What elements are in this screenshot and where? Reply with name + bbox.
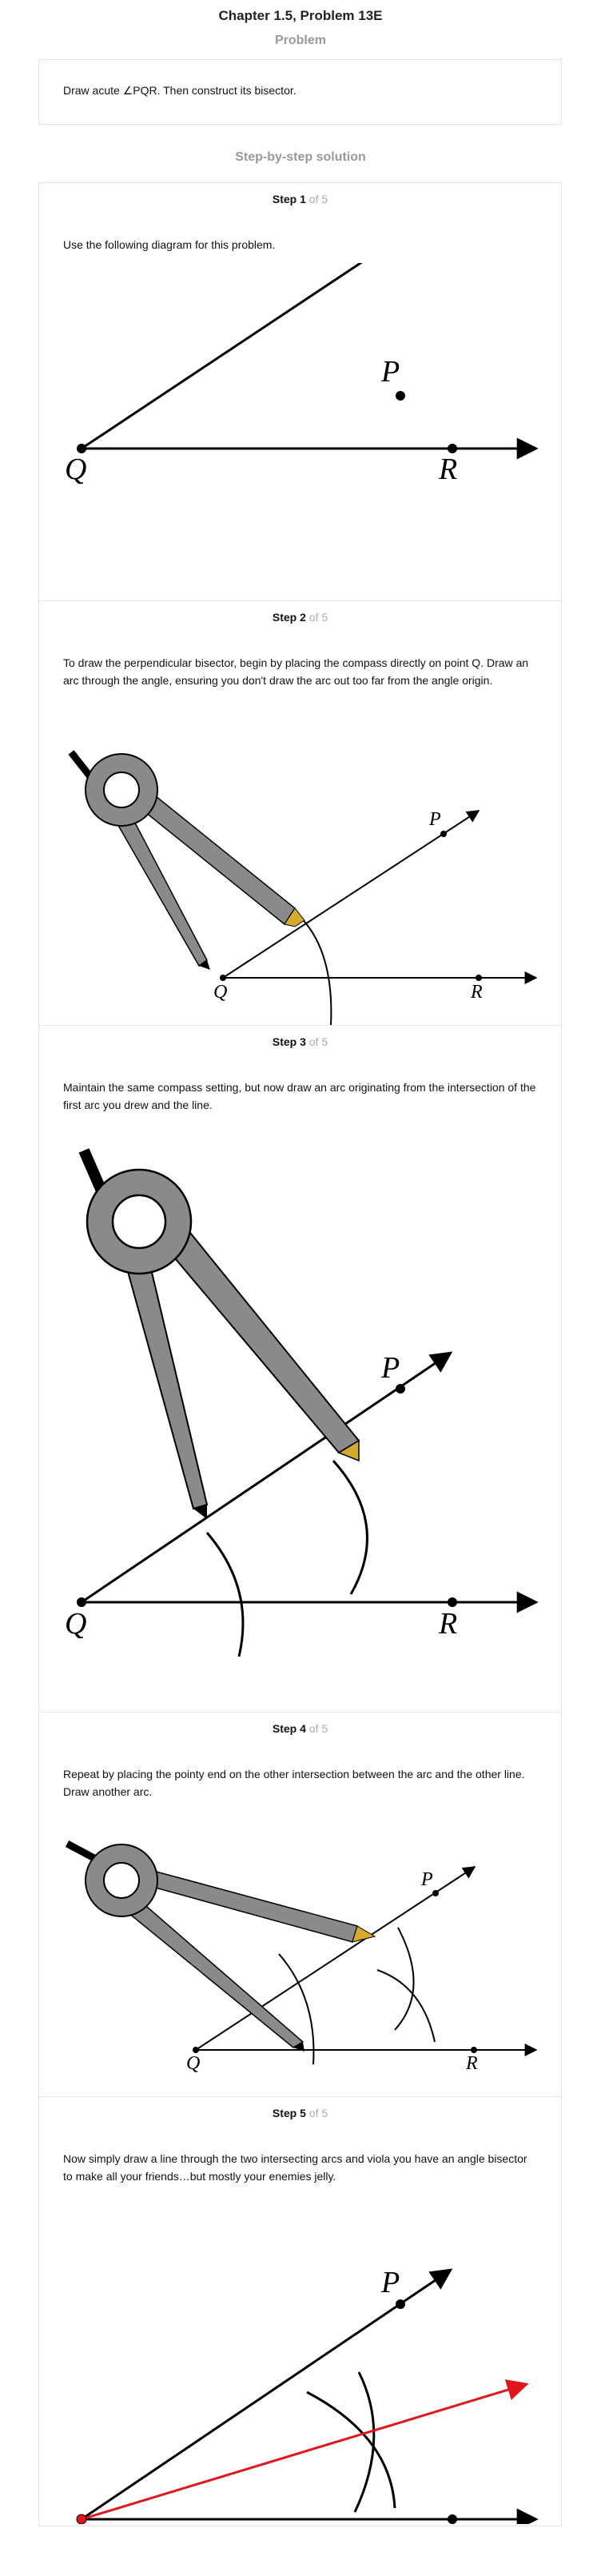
step-4: Step 4 of 5 Repeat by placing the pointy…	[39, 1712, 561, 2096]
point-r	[448, 2514, 457, 2524]
arc-1	[332, 1459, 368, 1595]
point-q	[77, 444, 86, 453]
step-2: Step 2 of 5 To draw the perpendicular bi…	[39, 600, 561, 1026]
label-r: R	[438, 1607, 457, 1641]
arc-2	[205, 1532, 245, 1657]
label-q: Q	[213, 982, 227, 1003]
step-5: Step 5 of 5 Now simply draw a line throu…	[39, 2096, 561, 2526]
ray-qp	[81, 263, 363, 450]
page-title: Chapter 1.5, Problem 13E	[218, 8, 383, 23]
arc-3	[376, 1969, 436, 2043]
step-1-text: Use the following diagram for this probl…	[63, 238, 276, 251]
label-p: P	[380, 1351, 400, 1385]
step-3: Step 3 of 5 Maintain the same compass se…	[39, 1025, 561, 1712]
label-p: P	[428, 809, 441, 830]
point-p	[396, 2299, 405, 2309]
label-p: P	[380, 355, 400, 389]
step-3-diagram: Q P R	[65, 1148, 539, 1657]
point-p	[440, 831, 447, 837]
step-2-text: To draw the perpendicular bisector, begi…	[63, 656, 529, 687]
arc-b	[353, 2371, 376, 2513]
point-q	[220, 975, 226, 981]
point-r	[448, 1597, 457, 1607]
step-4-text: Repeat by placing the pointy end on the …	[63, 1768, 525, 1798]
step-2-header: Step 2 of 5	[272, 611, 328, 624]
arc-a	[306, 2391, 396, 2509]
step-1: Step 1 of 5 Use the following diagram fo…	[39, 183, 561, 600]
compass	[68, 750, 305, 970]
point-q	[76, 2514, 87, 2524]
point-p	[396, 391, 405, 401]
solution-card: Step 1 of 5 Use the following diagram fo…	[38, 182, 562, 2526]
label-r: R	[438, 453, 457, 486]
solution-heading: Step-by-step solution	[235, 150, 366, 164]
point-r	[471, 2047, 477, 2053]
step-3-header: Step 3 of 5	[272, 1035, 328, 1048]
label-p: P	[380, 2266, 400, 2299]
step-5-header: Step 5 of 5	[272, 2107, 328, 2119]
ray-qp	[195, 1866, 476, 2051]
step-4-header: Step 4 of 5	[272, 1722, 328, 1735]
label-q: Q	[65, 453, 86, 486]
step-2-diagram: Q P R	[68, 750, 538, 1026]
ray-qp	[222, 810, 480, 979]
step-4-diagram: Q P R	[65, 1840, 538, 2074]
bisector-line	[81, 2379, 529, 2521]
label-r: R	[470, 982, 483, 1003]
label-q: Q	[65, 1607, 86, 1641]
step-1-header: Step 1 of 5	[272, 193, 328, 205]
point-p	[432, 1890, 439, 1896]
label-q: Q	[186, 2053, 200, 2074]
point-r	[476, 975, 482, 981]
problem-card: Draw acute ∠PQR. Then construct its bise…	[38, 59, 562, 125]
label-r: R	[465, 2053, 478, 2074]
ray-qp	[81, 1351, 453, 1604]
problem-heading: Problem	[274, 34, 326, 47]
point-p	[396, 1384, 405, 1394]
step-1-diagram: Q P R	[65, 263, 539, 486]
step-5-text: Now simply draw a line through the two i…	[63, 2152, 527, 2183]
compass	[78, 1148, 360, 1519]
ray-qp	[81, 2268, 453, 2521]
problem-text: Draw acute ∠PQR. Then construct its bise…	[63, 84, 297, 97]
point-r	[448, 444, 457, 453]
label-p: P	[420, 1869, 433, 1890]
compass	[65, 1840, 376, 2052]
step-5-diagram: Q P R	[76, 2266, 539, 2524]
arc-2	[394, 1927, 415, 2031]
arc-1	[278, 1953, 315, 2065]
point-q	[77, 1597, 86, 1607]
step-3-text: Maintain the same compass setting, but n…	[63, 1081, 536, 1111]
point-q	[193, 2047, 199, 2053]
